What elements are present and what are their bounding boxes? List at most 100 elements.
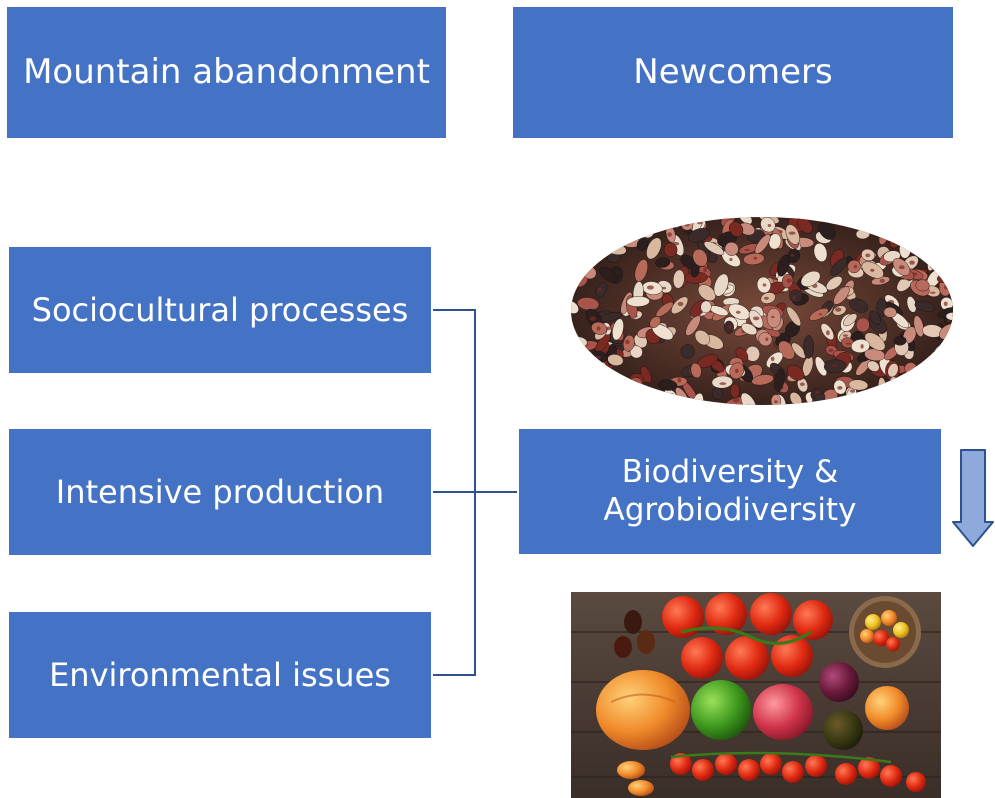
bean-shape (603, 217, 617, 226)
bean-speckle (600, 398, 607, 402)
bean-shape (623, 217, 645, 225)
bean-speckle (874, 404, 881, 405)
bean-speckle (831, 364, 838, 367)
bean-shape (932, 240, 952, 251)
bean-shape (589, 234, 604, 250)
down-arrow-icon (952, 449, 994, 547)
biodiversity-label-line2: Agrobiodiversity (603, 491, 857, 528)
bean-shape (741, 323, 758, 336)
bean-shape (621, 391, 637, 405)
bean-shape (571, 244, 585, 260)
bean-shape (855, 217, 872, 228)
bean-shape (893, 336, 907, 346)
bean-speckle (697, 221, 703, 225)
bean-speckle (729, 257, 733, 262)
bean-speckle (644, 373, 651, 378)
bean-speckle (893, 216, 900, 217)
bean-speckle (696, 402, 700, 405)
bean-shape (880, 396, 894, 405)
bean-shape (607, 354, 624, 366)
bean-shape (630, 217, 640, 230)
bean-speckle (800, 382, 805, 386)
bean-shape (789, 289, 803, 303)
bean-speckle (918, 386, 922, 389)
bean-shape (855, 317, 870, 333)
bean-shape (655, 301, 674, 317)
bean-shape (766, 307, 781, 328)
bean-shape (597, 238, 609, 256)
bean-shape (571, 236, 586, 250)
bean-shape (652, 217, 663, 229)
bean-shape (730, 383, 740, 399)
bean-shape (592, 389, 606, 404)
bean-shape (576, 239, 589, 250)
bean-shape (713, 273, 729, 297)
bean-shape (697, 284, 716, 301)
bean-speckle (864, 398, 870, 401)
bean-shape (711, 387, 724, 400)
bean-shape (571, 222, 589, 236)
bean-shape (917, 386, 936, 400)
bean-speckle (943, 284, 949, 290)
bean-shape (803, 335, 814, 359)
bean-shape (658, 379, 678, 391)
bean-speckle (677, 378, 682, 383)
bean-shape (571, 300, 579, 314)
bean-shape (758, 332, 773, 347)
beans-photo (571, 216, 953, 405)
bean-shape (685, 315, 701, 336)
bean-shape (833, 286, 850, 305)
bean-speckle (593, 241, 601, 244)
bean-speckle (857, 402, 864, 405)
bean-speckle (677, 301, 684, 307)
bean-speckle (930, 291, 936, 294)
bean-speckle (606, 225, 613, 228)
bean-speckle (938, 242, 943, 248)
bean-shape (919, 368, 933, 391)
bean-shape (599, 266, 618, 283)
bean-shape (883, 306, 897, 318)
bean-shape (634, 259, 648, 282)
bean-shape (925, 379, 947, 391)
bean-shape (571, 222, 584, 237)
bean-shape (818, 221, 836, 240)
bean-shape (813, 243, 828, 262)
bean-speckle (942, 247, 950, 253)
bean-shape (908, 384, 922, 398)
biodiversity-label-line1: Biodiversity & (621, 454, 839, 491)
bean-speckle (571, 240, 576, 243)
bean-speckle (762, 283, 767, 287)
bean-shape (606, 380, 627, 394)
bean-shape (694, 329, 711, 346)
bean-shape (627, 217, 639, 226)
bean-speckle (945, 371, 952, 375)
bean-shape (843, 313, 858, 327)
bean-speckle (694, 305, 701, 310)
bean-shape (663, 242, 678, 258)
bean-speckle (765, 337, 769, 341)
bean-shape (728, 221, 744, 237)
bean-shape (777, 254, 790, 277)
environmental-issues-label: Environmental issues (49, 655, 391, 694)
bean-shape (612, 318, 624, 341)
bean-speckle (606, 326, 611, 331)
bean-speckle (767, 224, 772, 227)
bean-speckle (786, 278, 792, 283)
bean-shape (929, 393, 946, 405)
bean-speckle (895, 384, 902, 389)
bean-speckle (898, 265, 905, 270)
bean-shape (604, 230, 619, 252)
bean-speckle (597, 288, 603, 291)
bean-shape (787, 364, 805, 381)
bean-shape (925, 362, 941, 375)
bean-speckle (735, 310, 741, 314)
bean-speckle (879, 278, 885, 283)
bean-shape (934, 376, 949, 393)
bean-shape (937, 243, 953, 257)
bean-speckle (578, 348, 585, 354)
bean-speckle (673, 217, 678, 220)
bean-speckle (937, 262, 942, 266)
bean-speckle (835, 307, 842, 312)
bean-shape (923, 394, 938, 405)
bean-speckle (609, 217, 614, 222)
